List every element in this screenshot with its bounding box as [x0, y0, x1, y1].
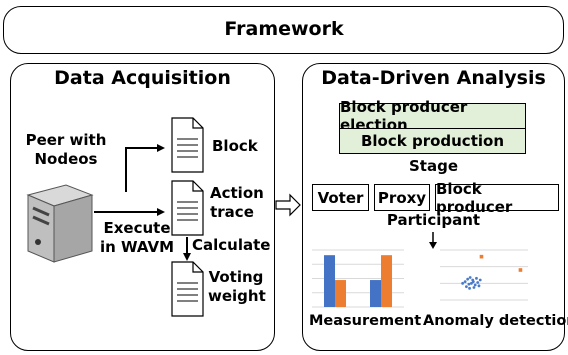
framework-title: Framework: [224, 18, 344, 40]
scatter-point: [473, 283, 477, 287]
participant-block-producer: Block producer: [435, 180, 559, 216]
stage-item-block-producer-election: Block producer election: [339, 98, 526, 134]
scatter-point: [461, 281, 465, 285]
scatter-point: [475, 276, 478, 280]
calculate-label: Calculate: [192, 236, 271, 254]
action-trace-label: Action trace: [210, 184, 264, 221]
stage-item-block-production: Block production: [339, 128, 526, 154]
scatter-point: [472, 286, 476, 289]
participant-label: Participant: [386, 211, 481, 229]
bar: [335, 280, 346, 307]
block-label: Block: [212, 137, 258, 155]
scatter-point: [467, 282, 471, 286]
execute-in-wavm-label: Execute in WAVM: [99, 219, 175, 256]
action-trace-document-icon: [171, 180, 204, 236]
participant-voter: Voter: [312, 184, 369, 211]
server-icon: [26, 184, 94, 263]
data-driven-analysis-title: Data-Driven Analysis: [321, 67, 546, 89]
bar: [370, 280, 381, 307]
outlier-point: [479, 254, 484, 259]
data-acquisition-title: Data Acquisition: [54, 67, 231, 89]
scatter-point: [476, 281, 480, 284]
bar: [381, 255, 392, 307]
measurement-chart: [324, 255, 392, 307]
flow-arrow-icon: [275, 193, 301, 217]
block-document-icon: [171, 117, 204, 173]
scatter-point: [466, 277, 470, 281]
anomaly-chart-grid: [440, 249, 528, 301]
scatter-point: [468, 286, 471, 290]
scatter-point: [470, 281, 473, 285]
scatter-point: [478, 278, 482, 282]
scatter-point: [465, 285, 468, 289]
voting-weight-document-icon: [171, 261, 204, 317]
scatter-point: [468, 276, 472, 279]
measurement-label: Measurement: [309, 313, 422, 329]
outlier-point: [518, 268, 523, 272]
anomaly-chart: [461, 254, 523, 290]
scatter-point: [463, 280, 467, 284]
framework-box: [3, 6, 564, 54]
bar: [324, 255, 335, 307]
anomaly-detection-label: Anomaly detection: [423, 313, 568, 329]
stage-label: Stage: [408, 157, 458, 175]
participant-proxy: Proxy: [374, 184, 430, 211]
voting-weight-label: Voting weight: [208, 268, 266, 305]
peer-with-nodeos-label: Peer with Nodeos: [25, 131, 107, 168]
scatter-point: [471, 280, 475, 284]
scatter-point: [477, 284, 481, 288]
